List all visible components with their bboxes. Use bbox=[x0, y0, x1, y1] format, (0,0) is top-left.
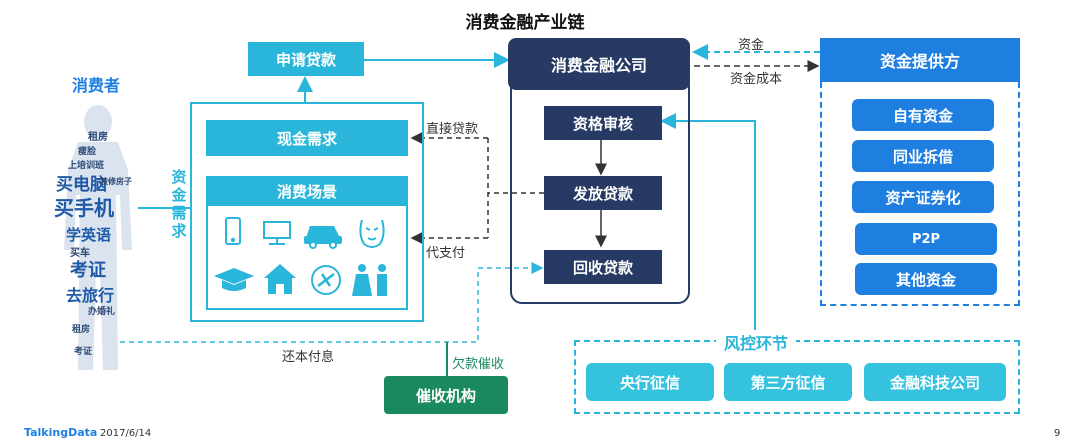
fund-need-label: 资金需求 bbox=[171, 168, 187, 240]
edge-label-direct-loan: 直接贷款 bbox=[426, 122, 479, 137]
footer-date: 2017/6/14 bbox=[100, 428, 152, 439]
fund-provider-container bbox=[820, 82, 1020, 306]
consumer-silhouette: 租房 瘦脸 上培训班 买电脑 买手机 装修房子 学英语 买车 考证 去旅行 办婚… bbox=[48, 100, 148, 375]
risk-control-title: 风控环节 bbox=[716, 330, 796, 354]
provider-securitization: 资产证券化 bbox=[852, 181, 994, 213]
qualification-review-box: 资格审核 bbox=[544, 106, 662, 140]
cash-need-box: 现金需求 bbox=[206, 120, 408, 156]
provider-p2p: P2P bbox=[855, 223, 997, 255]
collection-agency-box: 催收机构 bbox=[384, 376, 508, 414]
wedding-icon bbox=[352, 264, 387, 296]
loan-recovery-box: 回收贷款 bbox=[544, 250, 662, 284]
edge-label-collection: 欠款催收 bbox=[452, 357, 505, 372]
consumer-needs-container bbox=[190, 102, 424, 322]
cloud-word: 瘦脸 bbox=[78, 147, 97, 157]
risk-third-party-credit: 第三方征信 bbox=[724, 363, 852, 401]
edge-label-repay: 还本付息 bbox=[282, 350, 335, 365]
computer-icon bbox=[263, 221, 291, 245]
risk-central-bank-credit: 央行征信 bbox=[586, 363, 714, 401]
risk-fintech-company: 金融科技公司 bbox=[864, 363, 1006, 401]
risk-control-container bbox=[574, 340, 1020, 414]
edge-label-fund: 资金 bbox=[738, 38, 765, 53]
graduation-cap-icon bbox=[214, 268, 254, 291]
face-icon bbox=[359, 219, 385, 248]
edge-label-fund-cost: 资金成本 bbox=[730, 72, 783, 87]
cloud-word: 去旅行 bbox=[66, 286, 115, 305]
airplane-icon bbox=[311, 265, 341, 295]
house-icon bbox=[264, 264, 296, 294]
consumer-finance-company-header: 消费金融公司 bbox=[508, 38, 690, 90]
provider-own-funds: 自有资金 bbox=[852, 99, 994, 131]
page-number: 9 bbox=[1054, 428, 1061, 439]
cloud-word: 装修房子 bbox=[100, 177, 132, 186]
car-icon bbox=[304, 226, 342, 249]
person-icon bbox=[64, 105, 132, 370]
fund-provider-header: 资金提供方 bbox=[820, 38, 1020, 82]
cloud-word: 买车 bbox=[70, 248, 90, 259]
loan-issuance-box: 发放贷款 bbox=[544, 176, 662, 210]
cloud-word: 买电脑 bbox=[56, 175, 107, 195]
consumption-scene-box: 消费场景 bbox=[206, 176, 408, 206]
apply-loan-box: 申请贷款 bbox=[248, 42, 364, 76]
scene-icon-panel bbox=[206, 206, 408, 310]
cloud-word: 租房 bbox=[72, 325, 91, 335]
cloud-word: 办婚礼 bbox=[88, 307, 116, 317]
cloud-word: 考证 bbox=[74, 347, 93, 357]
cloud-word: 上培训班 bbox=[68, 161, 105, 171]
diagram-title: 消费金融产业链 bbox=[465, 13, 585, 33]
scene-icons bbox=[214, 217, 387, 296]
cloud-word: 买手机 bbox=[54, 196, 114, 220]
phone-icon bbox=[225, 217, 241, 245]
brand-logo: TalkingData bbox=[24, 426, 98, 439]
provider-interbank-lending: 同业拆借 bbox=[852, 140, 994, 172]
provider-other-funds: 其他资金 bbox=[855, 263, 997, 295]
consumer-label: 消费者 bbox=[71, 76, 120, 95]
cloud-word: 学英语 bbox=[66, 226, 112, 244]
cloud-word: 考证 bbox=[70, 260, 106, 281]
cloud-word: 租房 bbox=[88, 132, 108, 143]
edge-label-pay-on-behalf: 代支付 bbox=[426, 246, 466, 261]
